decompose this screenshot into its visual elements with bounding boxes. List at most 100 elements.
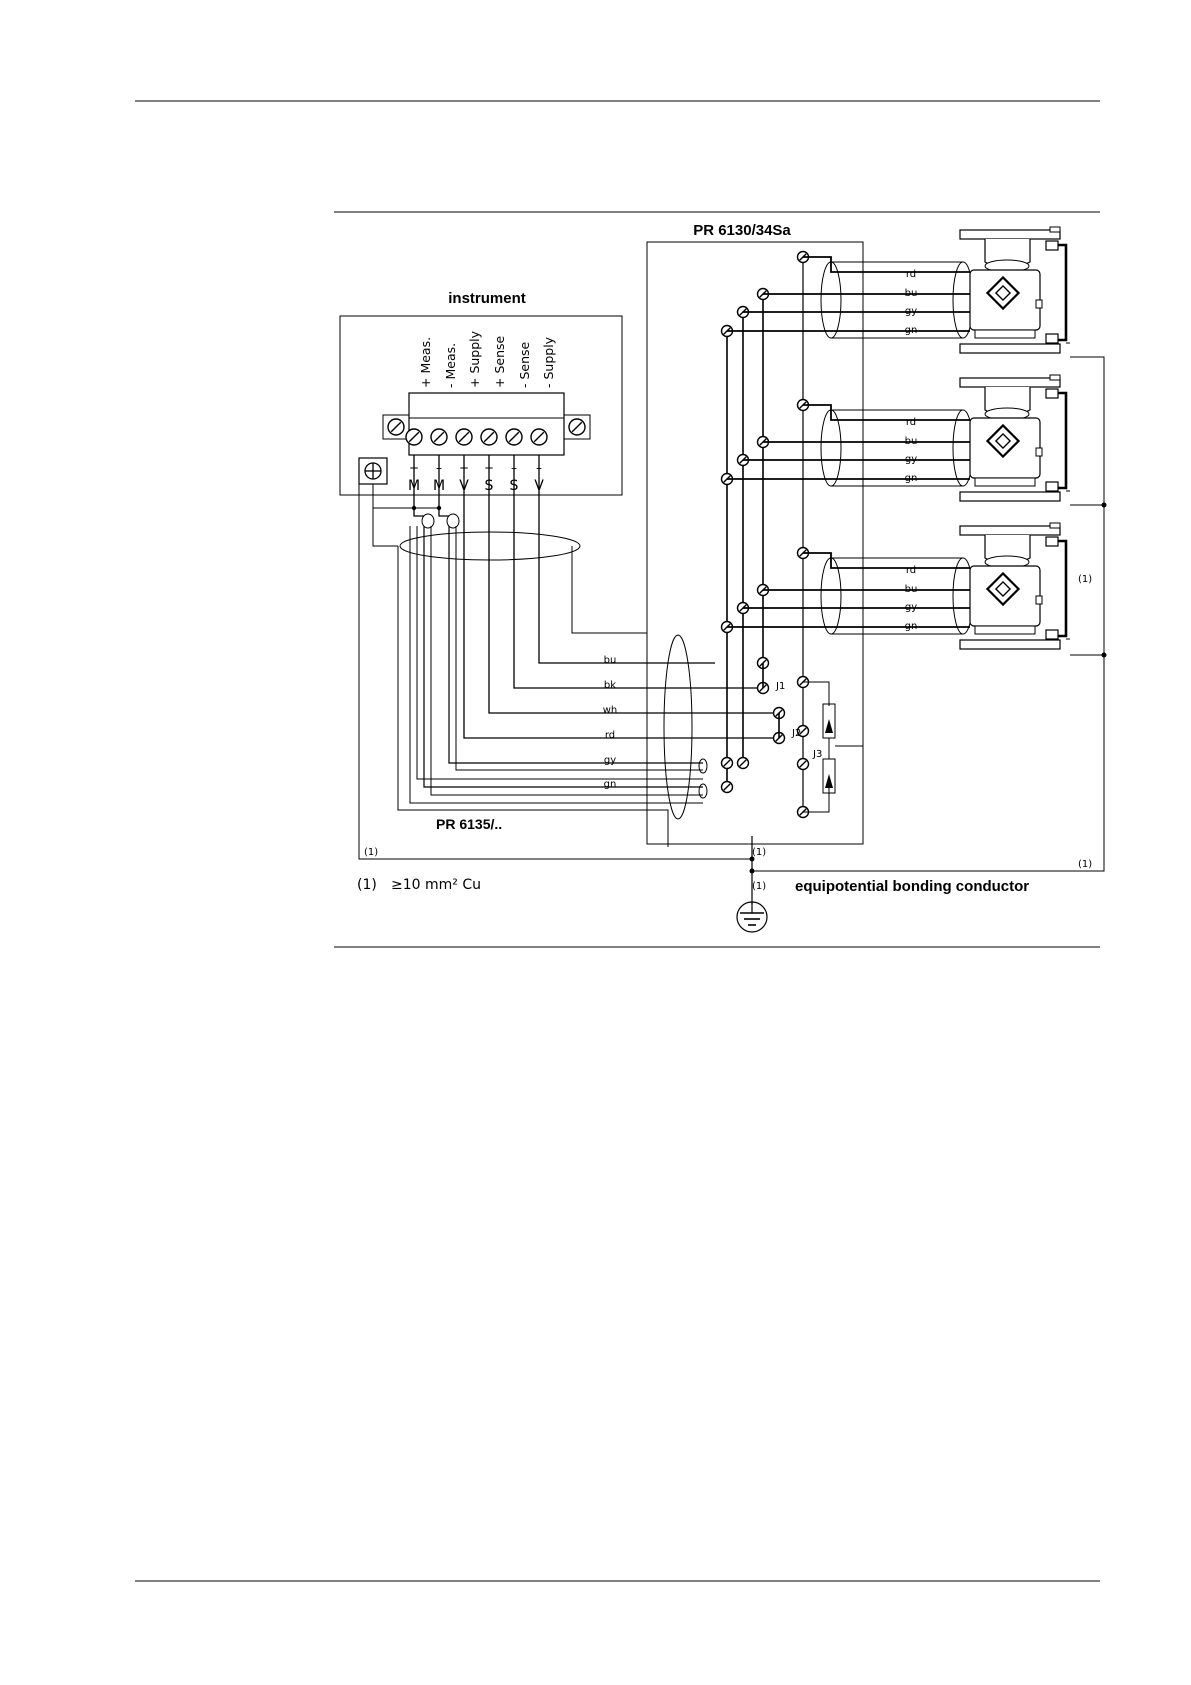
wiring-diagram: instrument + Meas. - Meas. + Supply + Se… — [340, 222, 1107, 932]
bond-clamp — [1046, 334, 1058, 343]
screw-terminal-icon — [456, 429, 472, 445]
load-cell-icon — [960, 523, 1070, 649]
wire-rd — [803, 553, 970, 568]
arrestor-arrow — [825, 774, 833, 788]
wire-bu — [539, 455, 715, 663]
wire-bundle-end — [422, 514, 434, 528]
jumper-label-j3: J3 — [812, 749, 822, 760]
cell3-wire-label-gn: gn — [905, 621, 918, 632]
marker-junction: (1) — [752, 847, 766, 858]
screw-terminal-icon — [722, 758, 733, 769]
cell1-wire-label-rd: rd — [906, 269, 916, 280]
marker-right: (1) — [1078, 574, 1092, 585]
arrestor-arrow — [825, 719, 833, 733]
screw-terminal-icon — [506, 429, 522, 445]
load-cells — [960, 227, 1070, 649]
terminal-block — [409, 393, 564, 455]
base-ring — [975, 626, 1035, 634]
load-cell-icon — [960, 375, 1070, 501]
cell1-wire-label-gy: gy — [905, 306, 917, 317]
wire-gy-shield — [456, 526, 703, 770]
wire-rd — [803, 257, 970, 272]
ground-terminal-icon — [359, 458, 387, 484]
cable-title: PR 6135/.. — [436, 816, 502, 832]
base-ring — [975, 330, 1035, 338]
wire-gy — [449, 526, 703, 763]
plate-tab — [1050, 227, 1060, 232]
instrument-title: instrument — [448, 290, 526, 307]
screw-terminal-icon — [388, 419, 404, 435]
plate-tab — [1050, 375, 1060, 380]
cable-sheath-end — [821, 558, 841, 634]
marker-ground: (1) — [752, 881, 766, 892]
wire-wh — [489, 455, 779, 713]
cell1-wire-label-bu: bu — [905, 288, 918, 299]
wire-bundle-end — [447, 514, 459, 528]
screw-terminal-icon — [406, 429, 422, 445]
bond-strap — [1058, 245, 1066, 340]
load-cell-icon — [960, 227, 1070, 353]
cable-sheath-end — [821, 410, 841, 486]
top-plate — [960, 378, 1060, 387]
note-text: ≥10 mm² Cu — [391, 877, 481, 893]
bond-clamp — [1046, 241, 1058, 250]
bottom-plate — [960, 640, 1060, 649]
top-plate — [960, 230, 1060, 239]
cell2-wire-label-gy: gy — [905, 454, 917, 465]
cable-shield-drain — [398, 546, 668, 847]
junction-internals — [715, 252, 973, 818]
screw-terminal-icon — [481, 429, 497, 445]
ground-icon — [737, 902, 767, 932]
jumper-label-j2: J2 — [791, 728, 801, 739]
terminal-label-4: + Sense — [492, 335, 507, 388]
screw-terminal-icon — [798, 759, 809, 770]
cable-sheath-end — [821, 262, 841, 338]
wire-shield-b — [410, 526, 703, 803]
cable-wire-label-bk: bk — [604, 680, 616, 691]
bond-clamp — [1046, 389, 1058, 398]
marker-bottom-right: (1) — [1078, 859, 1092, 870]
bond-clamp — [1046, 630, 1058, 639]
marker-instrument: (1) — [364, 847, 378, 858]
junction-box — [647, 242, 863, 844]
bottom-plate — [960, 492, 1060, 501]
cable-wire-label-wh: wh — [603, 705, 618, 716]
note-marker: (1) — [357, 877, 377, 893]
cable-wire-label-gy: gy — [604, 755, 616, 766]
wire-shield-a — [417, 526, 703, 779]
top-plate — [960, 526, 1060, 535]
cell2-wire-label-gn: gn — [905, 473, 918, 484]
plate-tab — [1050, 523, 1060, 528]
jumper-label-j1: J1 — [775, 681, 785, 692]
screw-terminal-icon — [431, 429, 447, 445]
cable-wire-label-bu: bu — [604, 655, 617, 666]
terminal-label-3: + Supply — [467, 330, 482, 388]
bond-strap — [1058, 393, 1066, 488]
screw-terminal-icon — [722, 782, 733, 793]
terminal-label-2: - Meas. — [443, 343, 458, 388]
bond-clamp — [1046, 537, 1058, 546]
connector — [1036, 448, 1042, 456]
wire-gn-shield — [431, 526, 703, 795]
terminal-label-1: + Meas. — [418, 337, 433, 388]
wire-pair-end — [699, 784, 707, 798]
instrument-wires — [373, 455, 779, 847]
wire-rd — [803, 405, 970, 420]
terminal-label-5: - Sense — [517, 341, 532, 388]
connector — [1036, 300, 1042, 308]
cable-jacket — [572, 546, 647, 633]
screw-terminal-icon — [531, 429, 547, 445]
connector — [1036, 596, 1042, 604]
ground-lead — [373, 484, 398, 546]
cell3-wire-label-gy: gy — [905, 602, 917, 613]
cable-shield-ellipse — [400, 532, 580, 560]
wire-rd — [464, 455, 779, 738]
cell2-wire-label-bu: bu — [905, 436, 918, 447]
bond-clamp — [1046, 482, 1058, 491]
base-ring — [975, 478, 1035, 486]
cell3-wire-label-rd: rd — [906, 565, 916, 576]
terminal-label-6: - Supply — [541, 336, 556, 388]
wire-gn — [424, 526, 703, 787]
terminal-screws — [388, 419, 585, 445]
